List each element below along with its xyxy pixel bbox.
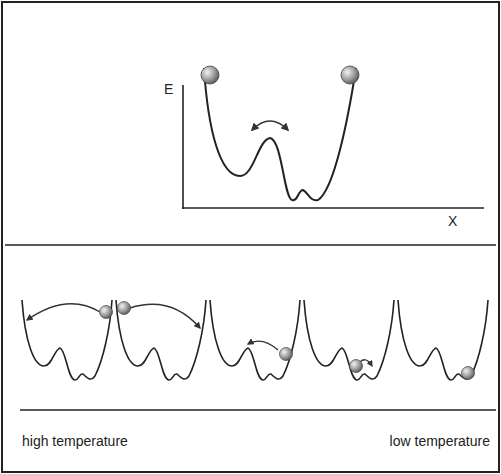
axis-label: E <box>164 82 173 96</box>
temperature-sequence <box>22 300 488 380</box>
divider <box>5 244 496 246</box>
divider <box>20 409 496 411</box>
scale-label: low temperature <box>390 434 490 448</box>
main-plot <box>182 66 484 209</box>
axis-label: X <box>448 214 457 228</box>
scale-label: high temperature <box>22 434 128 448</box>
